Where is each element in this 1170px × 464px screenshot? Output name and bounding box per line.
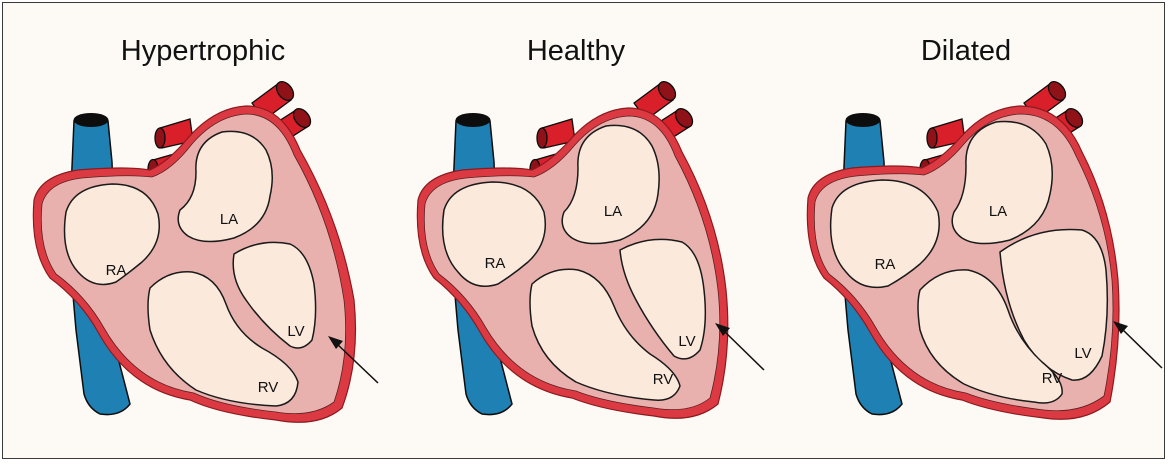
- panel-title-healthy: Healthy: [527, 35, 626, 67]
- label-rv: RV: [258, 379, 279, 396]
- label-lv: LV: [678, 333, 695, 350]
- wall-pointer-arrow: [723, 330, 764, 370]
- wall-pointer-arrow: [1121, 328, 1162, 368]
- label-lv: LV: [287, 323, 304, 340]
- label-ra: RA: [875, 256, 896, 273]
- label-la: LA: [989, 203, 1007, 220]
- label-rv: RV: [1042, 370, 1063, 387]
- label-lv: LV: [1074, 345, 1091, 362]
- label-ra: RA: [485, 255, 506, 272]
- panel-healthy: Healthy LA RA LV RV: [417, 35, 764, 418]
- panel-title-hypertrophic: Hypertrophic: [121, 35, 285, 67]
- label-la: LA: [220, 211, 238, 228]
- label-rv: RV: [653, 371, 674, 388]
- label-la: LA: [604, 203, 622, 220]
- panel-title-dilated: Dilated: [921, 35, 1011, 67]
- panel-dilated: Dilated LA RA LV RV: [807, 35, 1162, 419]
- label-ra: RA: [106, 262, 127, 279]
- panel-hypertrophic: Hypertrophic LA RA LV RV: [33, 35, 378, 422]
